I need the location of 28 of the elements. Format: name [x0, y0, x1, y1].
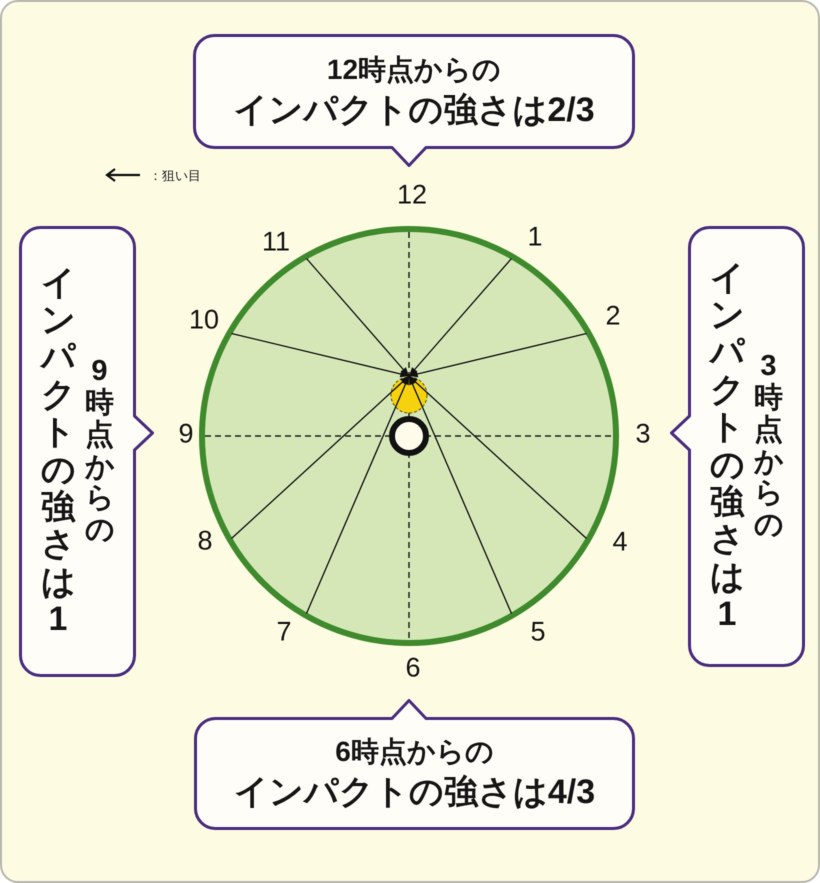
speech-bubble — [19, 226, 154, 677]
arrow — [408, 376, 587, 539]
hour-number: 1 — [527, 224, 543, 250]
hour-number: 6 — [405, 654, 421, 682]
legend-text: ：狙い目 — [149, 168, 201, 182]
hour-number: 2 — [605, 302, 621, 330]
hour-number: 12 — [396, 182, 428, 208]
hour-number: 3 — [635, 420, 651, 448]
hour-number: 4 — [612, 528, 628, 556]
hour-number: 11 — [262, 228, 290, 256]
hour-number: 9 — [178, 420, 194, 448]
arrow — [306, 376, 410, 614]
callout-text: 12時点からのインパクトの強さは2/3 — [233, 52, 595, 131]
speech-bubble — [193, 34, 635, 167]
hour-number: 7 — [276, 618, 292, 646]
hour-number: 10 — [188, 306, 220, 334]
arrow — [231, 332, 410, 378]
arrow — [306, 258, 410, 376]
hour-number: 5 — [530, 618, 546, 646]
speech-bubble — [670, 226, 805, 667]
arrow — [231, 376, 410, 539]
dashed-circle — [390, 376, 428, 414]
arrow — [408, 376, 512, 614]
callout-text: 6時点からのインパクトの強さは4/3 — [234, 734, 596, 813]
arrow — [408, 258, 512, 376]
speech-bubble — [194, 699, 635, 830]
hour-number: 8 — [197, 528, 213, 554]
arrow — [408, 332, 587, 378]
